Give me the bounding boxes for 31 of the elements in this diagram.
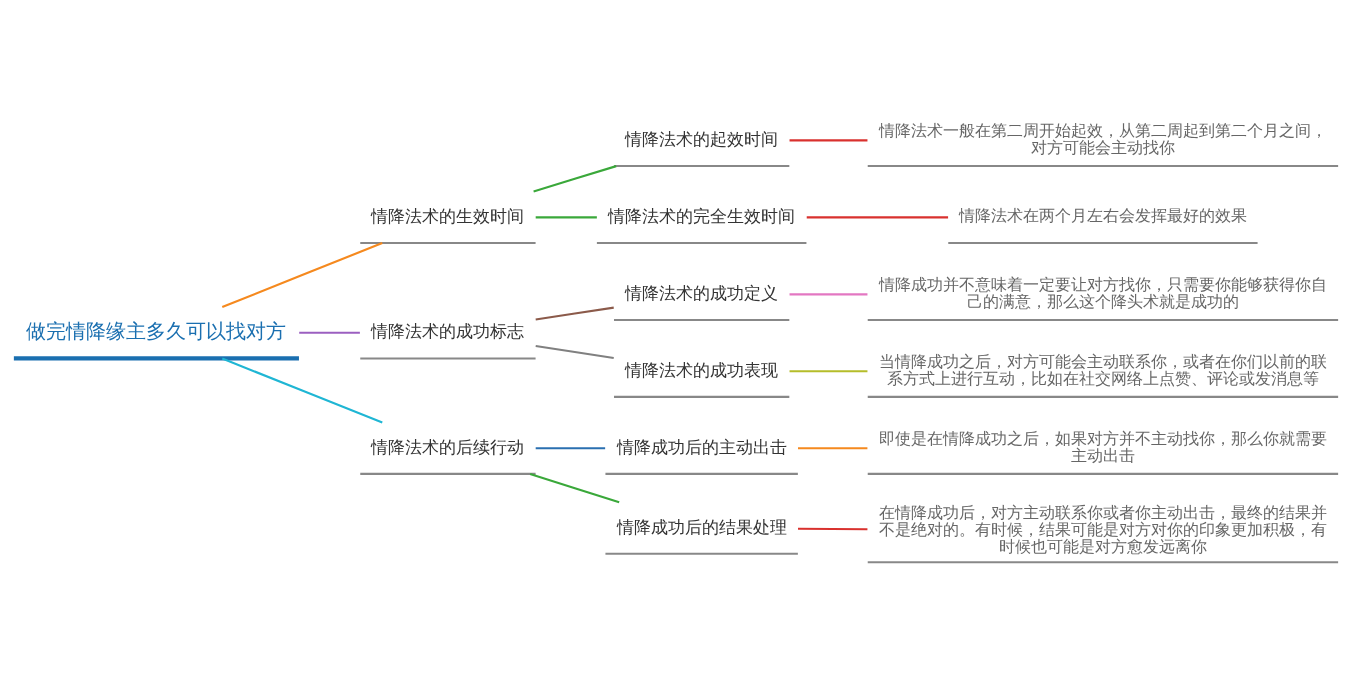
node-text: 即使是在情降成功之后，如果对方并不主动找你，那么你就需要主动出击: [878, 428, 1327, 465]
connector: [535, 345, 614, 360]
node-text: 情降法术的完全生效时间: [608, 206, 796, 226]
node-text: 情降成功后的结果处理: [616, 517, 787, 537]
node-text: 做完情降缘主多久可以找对方: [26, 320, 287, 343]
connector: [806, 216, 949, 219]
connector: [533, 165, 617, 193]
connector: [221, 357, 383, 424]
node-text: 情降法术的生效时间: [371, 206, 525, 226]
node-text: 情降法术的成功标志: [371, 322, 525, 342]
connector: [221, 242, 383, 309]
connector: [789, 370, 868, 373]
connector: [798, 527, 868, 531]
connector: [789, 293, 868, 296]
connector: [798, 447, 868, 450]
node-text: 情降法术的后续行动: [371, 437, 525, 457]
connector: [529, 472, 620, 504]
node-text: 情降法术在两个月左右会发挥最好的效果: [958, 206, 1247, 226]
connector: [789, 139, 868, 142]
node-text: 情降法术一般在第二周开始起效，从第二周起到第二个月之间，对方可能会主动找你: [878, 120, 1327, 157]
node-text: 情降法术的起效时间: [625, 129, 779, 149]
connector: [535, 447, 606, 450]
node-text: 当情降成功之后，对方可能会主动联系你，或者在你们以前的联系方式上进行互动，比如在社交网络上点赞、评论或发消息等: [878, 351, 1327, 388]
node-text: 情降法术的成功表现: [625, 360, 779, 380]
connector: [299, 331, 360, 334]
node-text: 情降法术的成功定义: [625, 283, 779, 303]
node-text: 在情降成功后，对方主动联系你或者你主动出击，最终的结果并不是绝对的。有时候，结果可能是对方对你的印象更加积极，有时候也可能是对方愈发远离你: [878, 502, 1327, 557]
node-text: 情降成功并不意味着一定要让对方找你，只需要你能够获得你自己的满意，那么这个降头术就是成功的: [878, 274, 1327, 311]
connector: [535, 306, 614, 321]
node-text: 情降成功后的主动出击: [616, 437, 787, 457]
connector: [535, 216, 597, 219]
